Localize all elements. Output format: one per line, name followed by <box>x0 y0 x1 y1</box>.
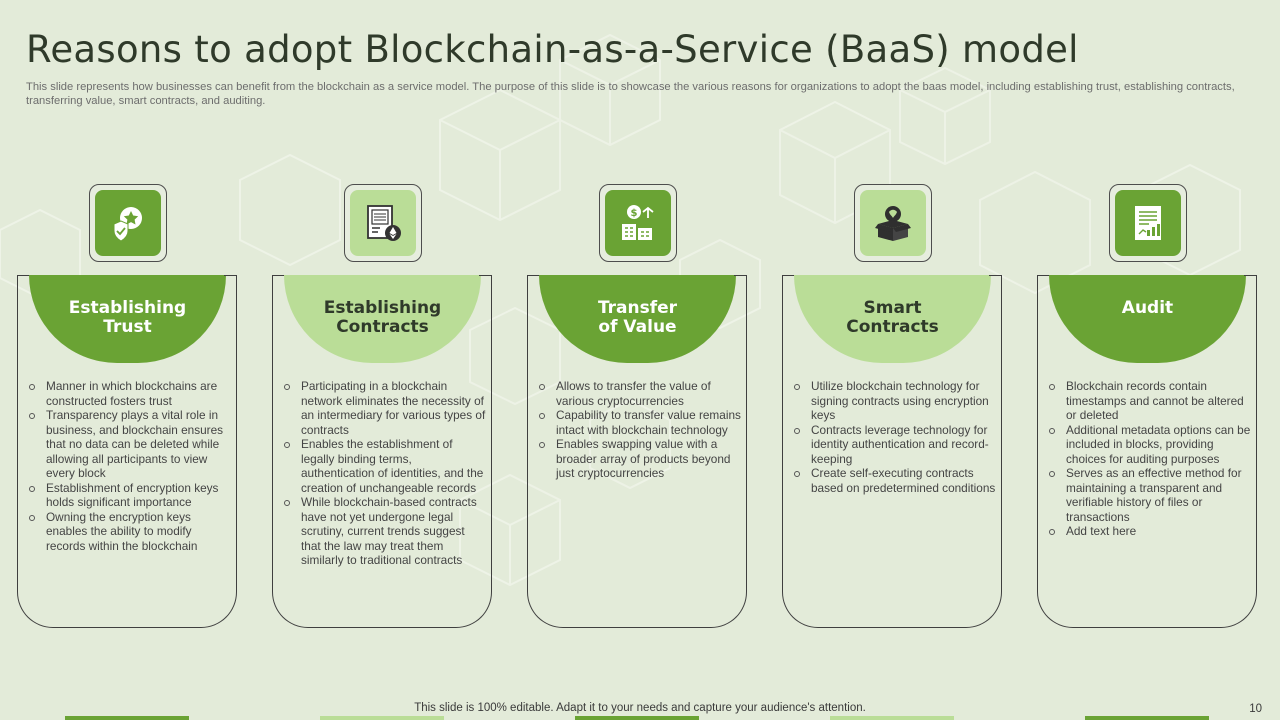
bullet-list: Participating in a blockchain network el… <box>281 379 487 568</box>
bullet-item: Manner in which blockchains are construc… <box>26 379 232 408</box>
bullet-item: Add text here <box>1046 524 1252 539</box>
card-body: Audit Blockchain records contain timesta… <box>1037 275 1257 720</box>
card-smart-contracts: Smart Contracts Utilize blockchain techn… <box>782 184 1002 720</box>
svg-text:$: $ <box>631 208 638 219</box>
slide-title: Reasons to adopt Blockchain-as-a-Service… <box>26 28 1079 71</box>
accent-bar <box>1085 716 1209 720</box>
accent-bar <box>65 716 189 720</box>
card-transfer-of-value: $ Transfer of Value Allows to transfer t… <box>527 184 747 720</box>
card-establishing-trust: Establishing Trust Manner in which block… <box>17 184 237 720</box>
icon-frame: $ <box>599 184 677 262</box>
audit-report-icon <box>1135 206 1161 240</box>
card-heading: Audit <box>1121 298 1174 318</box>
card-heading: Transfer of Value <box>597 298 678 337</box>
money-building-icon: $ <box>622 205 654 240</box>
bullet-item: Participating in a blockchain network el… <box>281 379 487 437</box>
card-heading: Establishing Trust <box>68 298 187 337</box>
icon-frame <box>1109 184 1187 262</box>
open-box-icon <box>875 206 911 241</box>
bullet-item: Blockchain records contain timestamps an… <box>1046 379 1252 423</box>
bullet-item: Contracts leverage technology for identi… <box>791 423 997 467</box>
card-audit: Audit Blockchain records contain timesta… <box>1037 184 1257 720</box>
bullet-item: Create self-executing contracts based on… <box>791 466 997 495</box>
bullet-item: Serves as an effective method for mainta… <box>1046 466 1252 524</box>
bullet-item: Transparency plays a vital role in busin… <box>26 408 232 481</box>
card-heading: Smart Contracts <box>846 298 939 337</box>
icon-frame <box>344 184 422 262</box>
footer-note: This slide is 100% editable. Adapt it to… <box>414 702 866 714</box>
bullet-item: Enables the establishment of legally bin… <box>281 437 487 495</box>
card-heading-banner: Smart Contracts <box>794 275 991 363</box>
card-heading-banner: Establishing Contracts <box>284 275 481 363</box>
bullet-list: Blockchain records contain timestamps an… <box>1046 379 1252 539</box>
bullet-item: Enables swapping value with a broader ar… <box>536 437 742 481</box>
bullet-item: Owning the encryption keys enables the a… <box>26 510 232 554</box>
icon-frame <box>854 184 932 262</box>
card-heading-banner: Audit <box>1049 275 1246 363</box>
card-body: Establishing Contracts Participating in … <box>272 275 492 720</box>
icon-frame <box>89 184 167 262</box>
bullet-item: Capability to transfer value remains int… <box>536 408 742 437</box>
card-heading: Establishing Contracts <box>323 298 442 337</box>
page-number: 10 <box>1249 703 1262 715</box>
card-heading-banner: Transfer of Value <box>539 275 736 363</box>
card-body: Transfer of Value Allows to transfer the… <box>527 275 747 720</box>
accent-bar <box>830 716 954 720</box>
accent-bar <box>320 716 444 720</box>
card-body: Smart Contracts Utilize blockchain techn… <box>782 275 1002 720</box>
accent-bar <box>575 716 699 720</box>
bullet-list: Manner in which blockchains are construc… <box>26 379 232 553</box>
slide-subtitle: This slide represents how businesses can… <box>26 81 1235 108</box>
card-heading-banner: Establishing Trust <box>29 275 226 363</box>
contract-document-icon <box>367 205 401 241</box>
bullet-list: Allows to transfer the value of various … <box>536 379 742 481</box>
card-establishing-contracts: Establishing Contracts Participating in … <box>272 184 492 720</box>
bullet-item: Additional metadata options can be inclu… <box>1046 423 1252 467</box>
bullet-list: Utilize blockchain technology for signin… <box>791 379 997 495</box>
bullet-item: Utilize blockchain technology for signin… <box>791 379 997 423</box>
bullet-item: While blockchain-based contracts have no… <box>281 495 487 568</box>
bullet-item: Allows to transfer the value of various … <box>536 379 742 408</box>
card-body: Establishing Trust Manner in which block… <box>17 275 237 720</box>
bullet-item: Establishment of encryption keys holds s… <box>26 481 232 510</box>
badge-shield-icon <box>113 207 142 242</box>
